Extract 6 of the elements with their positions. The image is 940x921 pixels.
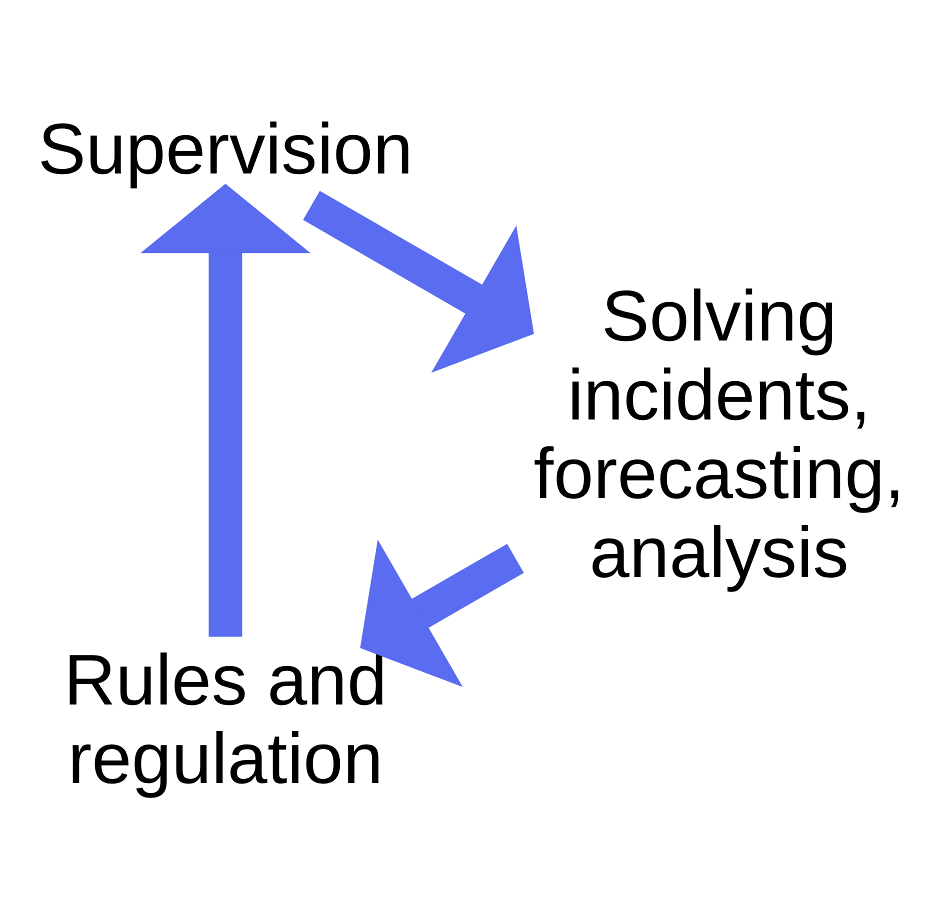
arrow [302,190,534,373]
node-text: Solving incidents, forecasting, analysis [533,276,904,594]
node-text: Supervision [38,110,412,190]
arrow [360,540,524,687]
node-text: Rules and regulation [63,640,386,800]
arrow [140,184,310,637]
